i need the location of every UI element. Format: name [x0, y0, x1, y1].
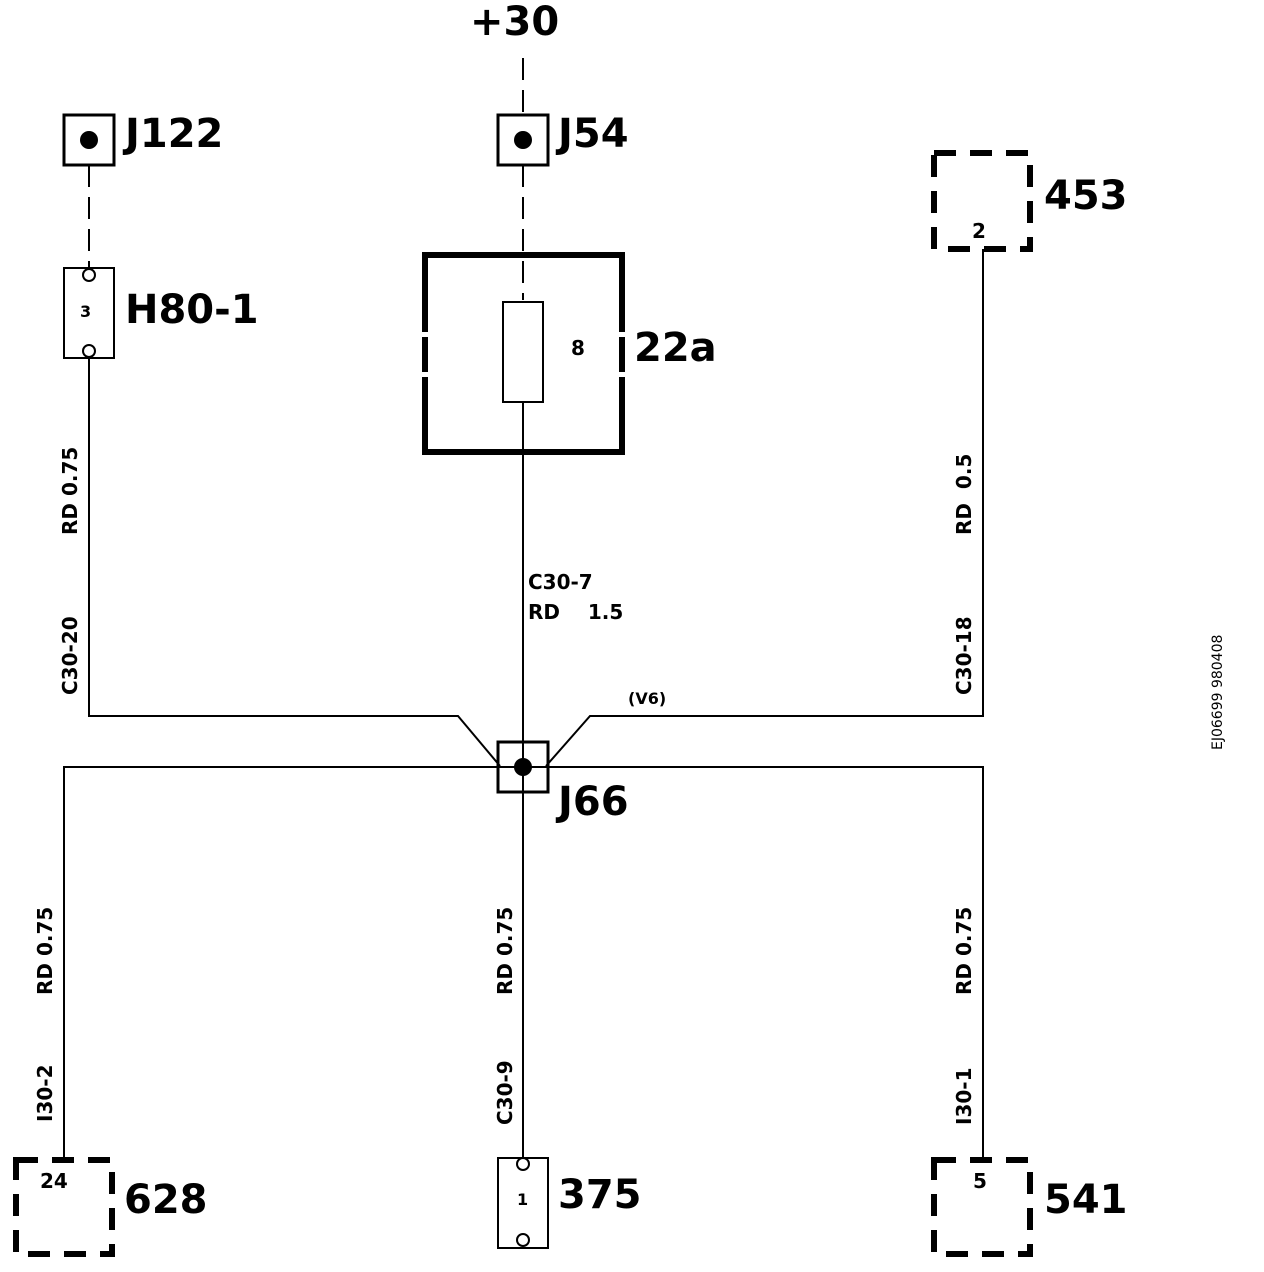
document-id: EJ06699 980408 [1210, 635, 1226, 750]
fuse-label: 22a [634, 325, 717, 371]
component-628-box[interactable] [13, 1157, 115, 1257]
component-541-box[interactable] [931, 1157, 1033, 1257]
c30-20-spec: RD 0.75 [58, 447, 82, 535]
c30-9-spec: RD 0.75 [493, 907, 517, 995]
j122-label: J122 [122, 111, 223, 157]
j122-connector[interactable] [62, 113, 116, 167]
h80-label: H80-1 [125, 287, 259, 333]
i30-2-spec: RD 0.75 [33, 907, 57, 995]
component-375-connector[interactable] [497, 1157, 549, 1249]
component-541-label: 541 [1044, 1177, 1128, 1223]
c30-18-circuit: C30-18 [952, 616, 976, 695]
j66-label: J66 [555, 779, 629, 825]
component-453-label: 453 [1044, 173, 1128, 219]
supply-label: +30 [470, 0, 559, 45]
h80-pin: 3 [80, 302, 91, 321]
j66-splice[interactable] [496, 740, 550, 794]
component-453-box[interactable] [931, 150, 1033, 252]
j54-label: J54 [555, 111, 629, 157]
component-375-label: 375 [558, 1172, 642, 1218]
splice-note: (V6) [628, 689, 666, 708]
c30-18-spec: RD 0.5 [952, 454, 976, 535]
i30-2-circuit: I30-2 [33, 1065, 57, 1123]
c30-20-circuit: C30-20 [58, 616, 82, 695]
i30-1-spec: RD 0.75 [952, 907, 976, 995]
fuse-pin: 8 [571, 336, 585, 360]
c30-9-circuit: C30-9 [493, 1060, 517, 1125]
component-628-label: 628 [124, 1177, 208, 1223]
i30-1-circuit: I30-1 [952, 1068, 976, 1126]
j54-connector[interactable] [496, 113, 550, 167]
component-628-pin: 24 [40, 1169, 68, 1193]
h80-connector[interactable] [63, 267, 115, 359]
wire-c30-18 [545, 249, 984, 767]
wire-c30-20 [88, 358, 501, 767]
c30-7-circuit: C30-7 [528, 570, 593, 594]
fuse-element-icon [502, 301, 544, 403]
component-541-pin: 5 [973, 1169, 987, 1193]
component-375-pin: 1 [517, 1190, 528, 1209]
c30-7-spec: RD 1.5 [528, 600, 623, 624]
component-453-pin: 2 [972, 219, 986, 243]
